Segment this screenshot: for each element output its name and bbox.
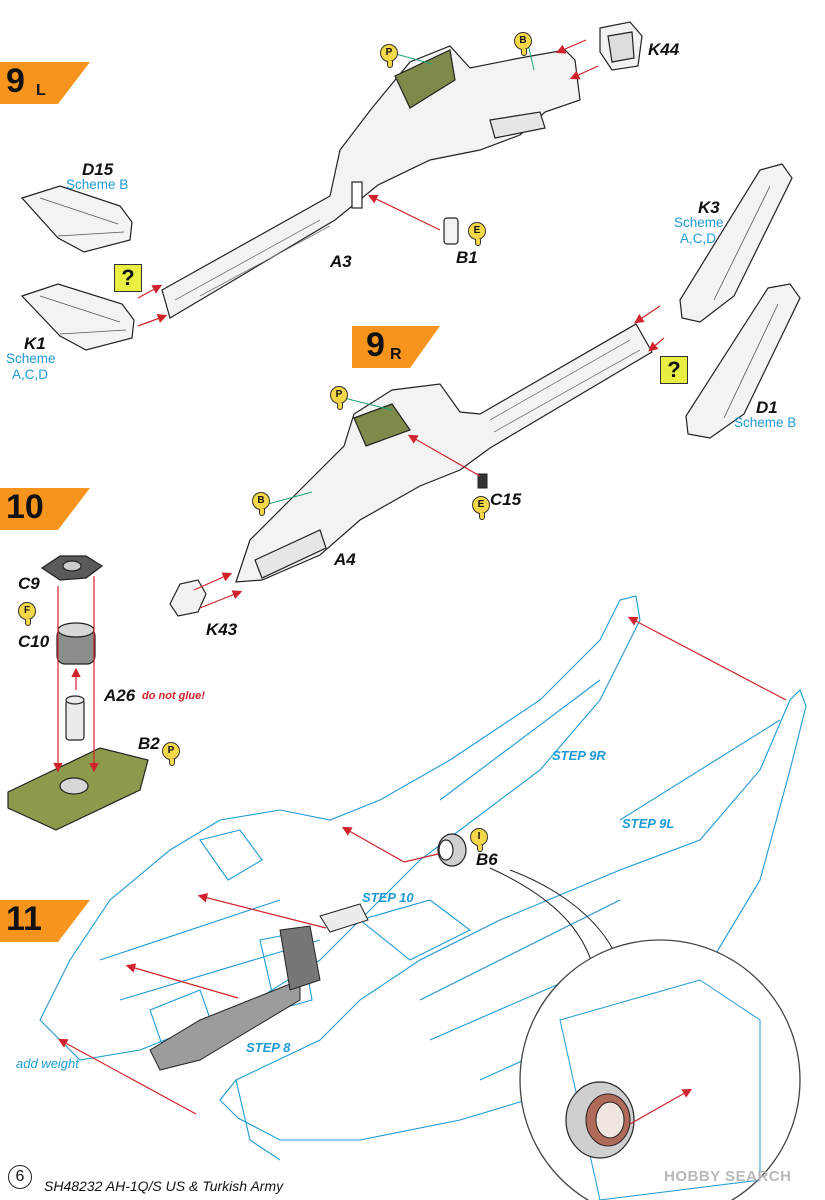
scheme-label-d1: Scheme B [734, 415, 797, 430]
paint-marker-i: I [470, 828, 488, 852]
paint-marker-p: P [162, 742, 180, 766]
scheme-label-k1-line1: Scheme [6, 351, 56, 366]
paint-marker-e: E [468, 222, 486, 246]
step-10-guide-lines [53, 576, 99, 773]
step-ref-10: STEP 10 [362, 890, 414, 905]
part-label-c15: C15 [490, 490, 522, 509]
part-b1-drawing [443, 217, 459, 245]
part-c9-drawing [40, 555, 104, 581]
step-number: 9 [366, 326, 385, 364]
fuselage-half-a4-drawing [235, 323, 653, 583]
part-label-k3: K3 [698, 198, 720, 217]
part-label-a3: A3 [330, 252, 352, 271]
scheme-label-k1-line2: A,C,D [12, 367, 49, 382]
step-11-guide-lines [57, 616, 787, 1115]
paint-marker-b: B [514, 32, 532, 56]
step-11-badge: 11 [0, 898, 90, 942]
step-number: 9 [6, 62, 25, 100]
step-ref-9r: STEP 9R [552, 748, 606, 763]
seat-assembly-drawing [149, 925, 321, 1071]
part-label-k43: K43 [206, 620, 238, 639]
part-label-a4: A4 [334, 550, 356, 569]
part-d1-drawing [685, 283, 801, 439]
part-label-a26: A26 [104, 686, 136, 705]
step-11-badge-shape [0, 900, 90, 942]
part-label-k44: K44 [648, 40, 680, 59]
part-label-b1: B1 [456, 248, 478, 267]
step-9r-badge-shape [352, 326, 440, 368]
do-not-glue-note: do not glue! [142, 690, 205, 702]
part-k1-drawing [20, 283, 135, 351]
add-weight-note: add weight [16, 1056, 79, 1071]
part-k3-drawing [679, 163, 793, 323]
part-label-c9: C9 [18, 574, 40, 593]
part-k44-drawing [599, 21, 643, 71]
part-label-d15: D15 [82, 160, 114, 179]
step-9r-badge: 9 R [360, 324, 450, 368]
part-label-c10: C10 [18, 632, 50, 651]
paint-marker-f: F [18, 602, 36, 626]
step-9l-badge: 9 L [0, 60, 90, 104]
fuselage-half-a3-drawing [161, 45, 581, 319]
page-number: 6 [8, 1165, 32, 1189]
footer-title: SH48232 AH-1Q/S US & Turkish Army [44, 1178, 284, 1194]
scheme-label-k3-line1: Scheme [674, 215, 724, 230]
step-11-helicopter-outline [39, 595, 807, 1161]
part-label-b2: B2 [138, 734, 160, 753]
paint-marker-p: P [330, 386, 348, 410]
scheme-label-k3-line2: A,C,D [680, 231, 717, 246]
step-number: 11 [6, 900, 42, 938]
part-k43-drawing [169, 579, 207, 617]
scheme-choice-question-box: ? [660, 356, 688, 384]
part-c15-drawing [477, 473, 488, 489]
part-b2-drawing [7, 747, 149, 831]
paint-marker-p: P [380, 44, 398, 68]
watermark: HOBBY SEARCH [664, 1168, 792, 1185]
scheme-label-d15: Scheme B [66, 177, 129, 192]
step-10-badge-shape [0, 488, 90, 530]
part-label-b6: B6 [476, 850, 498, 869]
step-suffix: L [36, 82, 46, 99]
step-number: 10 [6, 488, 44, 526]
step-10-badge: 10 [0, 486, 90, 530]
paint-leader-lines [267, 43, 535, 505]
part-c10-drawing [56, 622, 96, 665]
step-9-guide-lines [137, 39, 665, 609]
paint-marker-e: E [472, 496, 490, 520]
step-suffix: R [390, 346, 402, 363]
paint-marker-b: B [252, 492, 270, 516]
step-ref-9l: STEP 9L [622, 816, 675, 831]
part-d15-drawing [20, 185, 133, 253]
detail-callout [489, 867, 801, 1200]
part-a26-drawing [65, 695, 85, 741]
step-10-plate-outline [319, 903, 369, 933]
scheme-choice-question-box: ? [114, 264, 142, 292]
part-label-k1: K1 [24, 334, 46, 353]
part-label-d1: D1 [756, 398, 778, 417]
part-b6-drawing [437, 833, 467, 867]
step-9l-badge-shape [0, 62, 90, 104]
step-ref-8: STEP 8 [246, 1040, 291, 1055]
